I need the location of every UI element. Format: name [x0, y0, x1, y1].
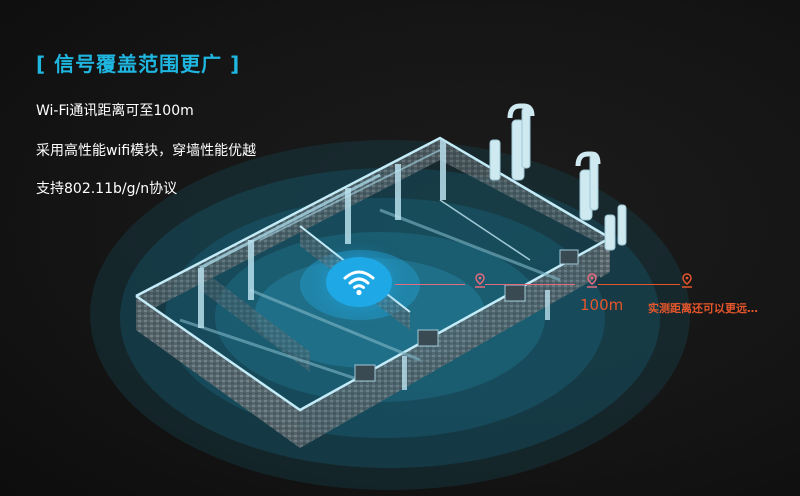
feature-range: Wi-Fi通讯距离可至100m [36, 103, 194, 119]
distance-line [485, 284, 575, 285]
location-pin-icon [682, 273, 692, 288]
wifi-icon [343, 270, 375, 296]
extended-range-label: 实测距离还可以更远… [648, 302, 758, 315]
distance-label: 100m [580, 296, 624, 314]
section-title: [ 信号覆盖范围更广 ] [36, 52, 241, 76]
location-pin-icon [475, 273, 485, 288]
location-pin-icon [587, 273, 597, 288]
wifi-signal-badge [326, 257, 392, 307]
feature-protocol: 支持802.11b/g/n协议 [36, 181, 178, 197]
distance-line [395, 284, 465, 285]
feature-wall-penetration: 采用高性能wifi模块，穿墙性能优越 [36, 143, 257, 159]
distance-line-extended [598, 284, 680, 285]
